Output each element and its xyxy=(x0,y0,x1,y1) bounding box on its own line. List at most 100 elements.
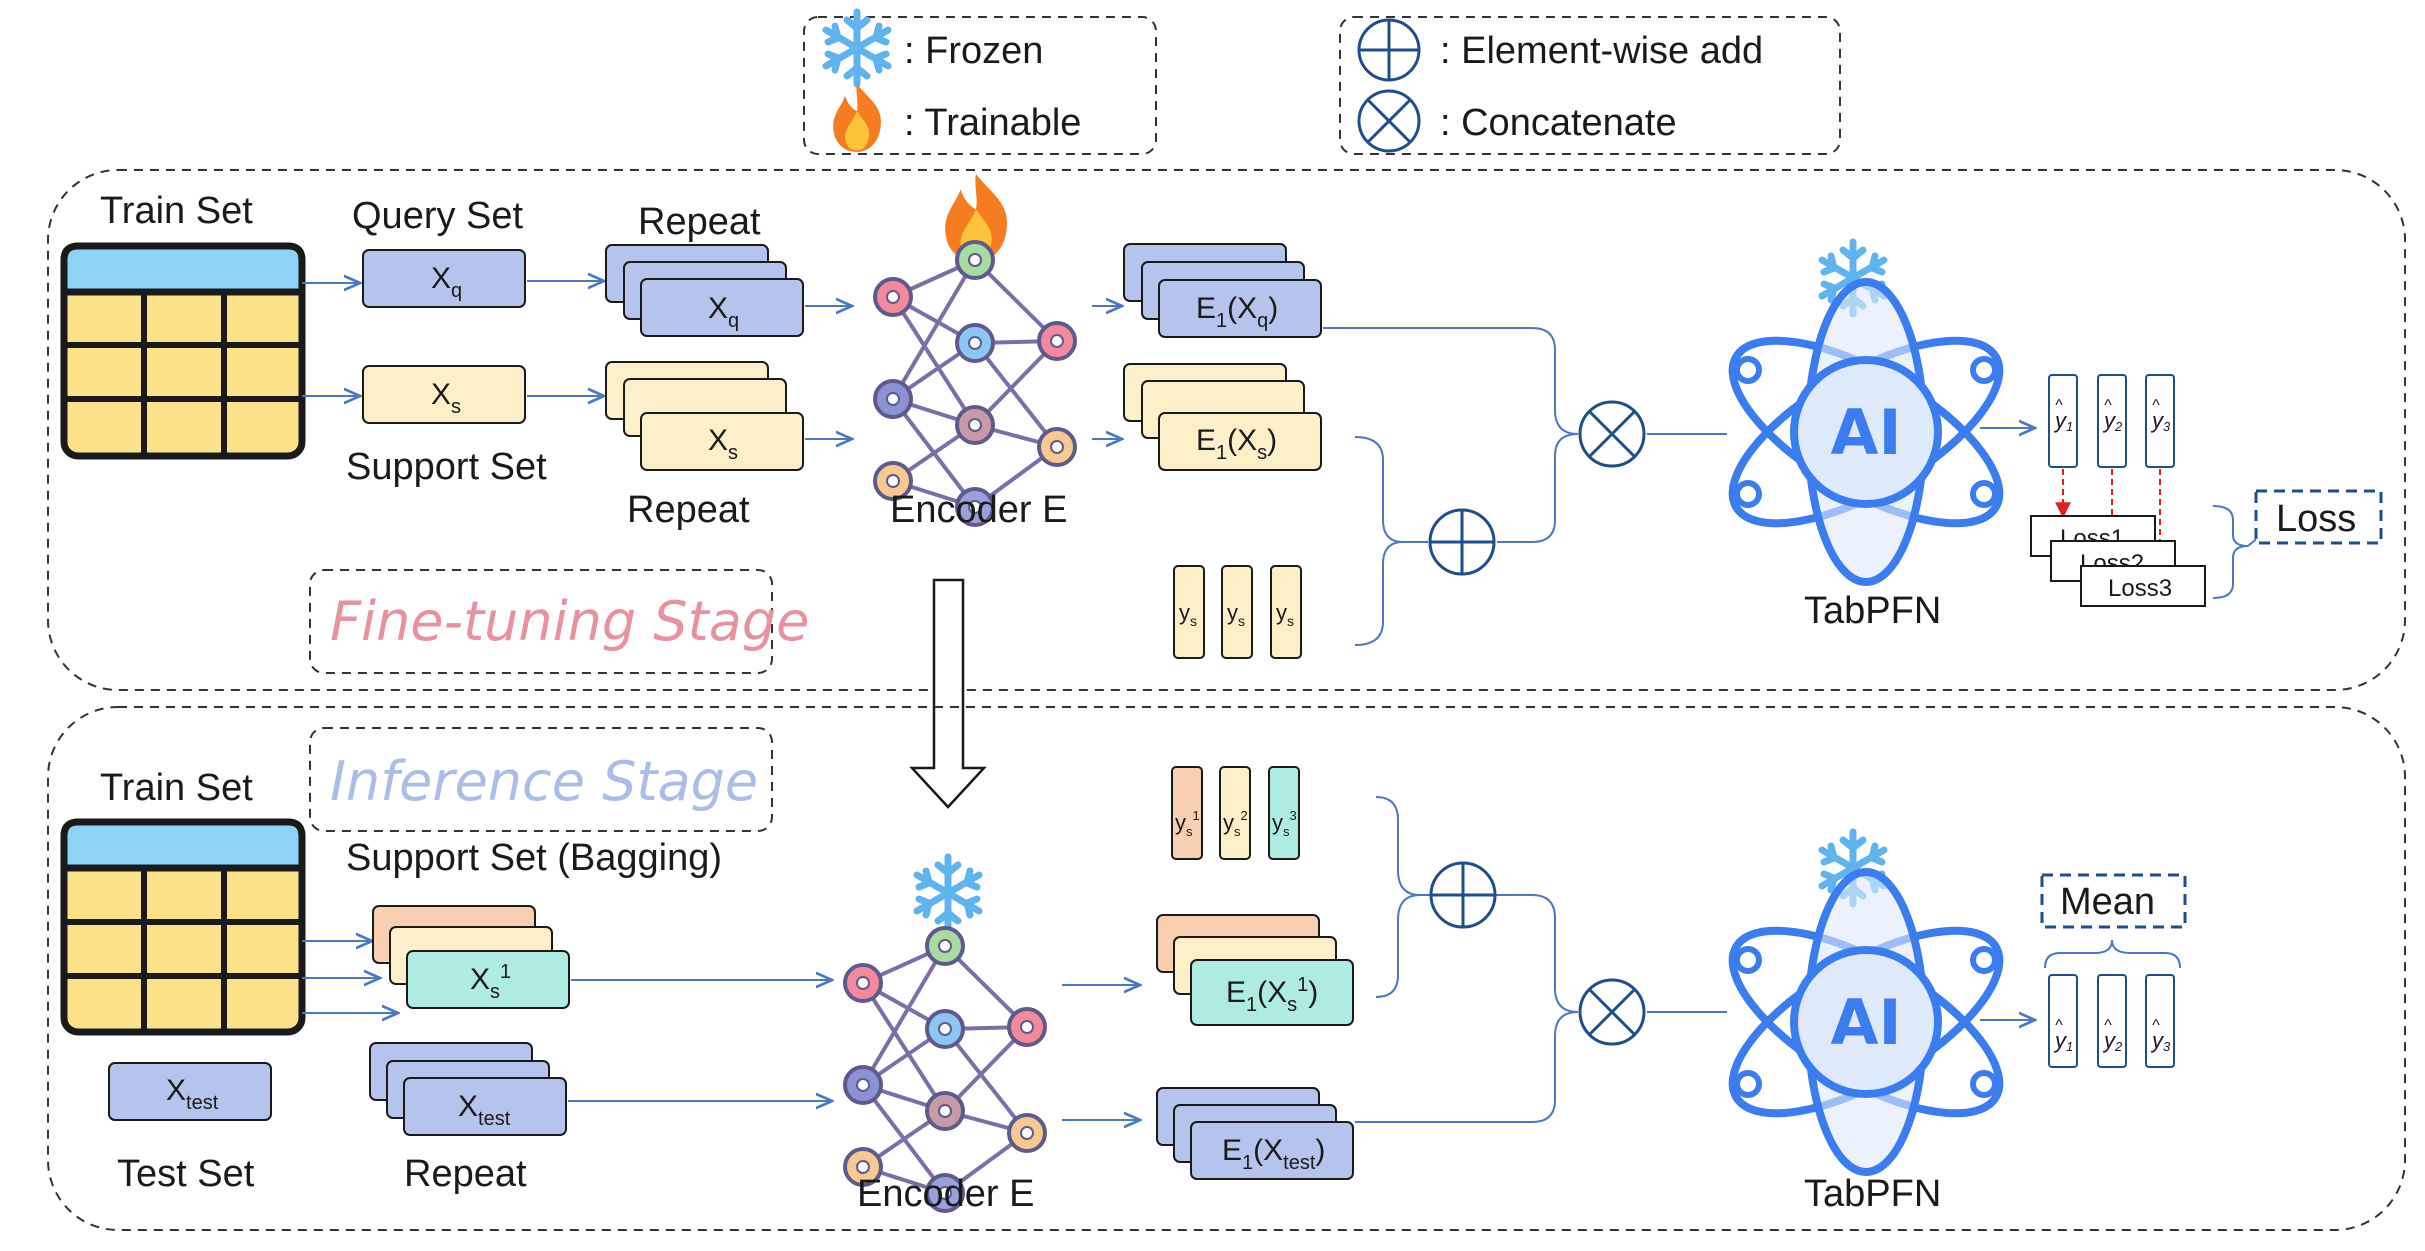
element-wise-add-icon xyxy=(1357,18,1421,82)
legend-box-right xyxy=(1339,16,1841,155)
e1xq-text: E1(Xq) xyxy=(1196,292,1278,332)
xtest-repeat-stack xyxy=(369,1042,567,1136)
mean-bracket xyxy=(2044,939,2181,969)
encoder-edge xyxy=(891,295,977,427)
finetune-border xyxy=(47,169,2406,691)
encoder-node xyxy=(925,926,965,966)
encoder-node xyxy=(1037,427,1077,467)
encoder-node xyxy=(955,240,995,280)
loss-label: Loss xyxy=(2276,498,2356,540)
repeat-bottom-label: Repeat xyxy=(627,489,750,531)
svg-text:y2: y2 xyxy=(2102,1028,2123,1054)
bagging-stack xyxy=(372,905,570,1009)
electron xyxy=(1970,946,1998,974)
svg-text:ys3: ys3 xyxy=(1272,808,1297,839)
finetune-panel: Train Set Query Set Xq Xs Support Set Re… xyxy=(47,169,2406,691)
encoder-node xyxy=(925,1091,965,1131)
svg-text:ys2: ys2 xyxy=(1223,808,1248,839)
xq-box xyxy=(362,249,526,308)
electron xyxy=(1970,480,1998,508)
inference-tabpfn-label: TabPFN xyxy=(1804,1173,1941,1215)
support-set-label: Support Set xyxy=(346,446,547,488)
line-add-concat xyxy=(1497,433,1579,543)
ai-text: AI xyxy=(1830,986,1901,1059)
svg-text:ys1: ys1 xyxy=(1175,808,1200,839)
bagged-ys-labels: ys1 ys2 ys3 xyxy=(1171,766,1300,860)
electron xyxy=(1734,356,1762,384)
query-set-label: Query Set xyxy=(352,195,524,237)
svg-text:^: ^ xyxy=(2055,397,2063,414)
inference-yhat-labels: y1 ^ y2 ^ y3 ^ xyxy=(2053,1017,2171,1054)
svg-text:^: ^ xyxy=(2055,1017,2063,1034)
encoder-node xyxy=(925,1009,965,1049)
ys-labels: ys ys ys xyxy=(1173,565,1302,659)
e1xs1-stack xyxy=(1156,914,1354,1026)
svg-text:ys: ys xyxy=(1227,600,1245,629)
xtest-text: Xtest xyxy=(166,1074,219,1114)
encoder-node xyxy=(1007,1007,1047,1047)
ai-text: AI xyxy=(1830,396,1901,469)
inference-train-table xyxy=(60,818,306,1036)
inference-train-set-label: Train Set xyxy=(100,767,253,809)
xs-repeat-stack xyxy=(605,361,804,471)
inference-repeat-label: Repeat xyxy=(404,1153,527,1195)
xs-box xyxy=(362,365,526,424)
inference-encoder-frozen-icon xyxy=(917,857,979,929)
encoder-node xyxy=(925,1173,965,1213)
electron xyxy=(1734,1070,1762,1098)
mean-box xyxy=(2040,873,2187,929)
e1xs1-text: E1(Xs1) xyxy=(1226,974,1318,1016)
repeat-top-label: Repeat xyxy=(638,201,761,243)
finetune-tabpfn-ai-icon: AI xyxy=(1728,278,2004,586)
mean-label: Mean xyxy=(2060,881,2155,923)
svg-text:y2: y2 xyxy=(2102,408,2123,434)
svg-text:ys: ys xyxy=(1179,600,1197,629)
frozen-icon xyxy=(826,12,888,84)
xtest-repeat-text: Xtest xyxy=(458,1090,511,1130)
encoder-node xyxy=(955,323,995,363)
loss-box xyxy=(2254,489,2383,545)
encoder-node xyxy=(873,461,913,501)
ai-core xyxy=(1790,946,1942,1098)
svg-text:ys: ys xyxy=(1276,600,1294,629)
finetune-train-set-label: Train Set xyxy=(100,190,253,232)
xs-text: Xs xyxy=(431,378,461,418)
svg-text:y3: y3 xyxy=(2150,408,2171,434)
electron xyxy=(1734,480,1762,508)
support-bagging-label: Support Set (Bagging) xyxy=(346,837,722,879)
encoder-node xyxy=(873,379,913,419)
encoder-network xyxy=(873,240,1077,527)
encoder-edge xyxy=(891,258,977,401)
finetune-stage-label: Fine-tuning Stage xyxy=(330,590,809,653)
inference-stage-label: Inference Stage xyxy=(330,750,758,813)
inference-yhat-bars xyxy=(2048,974,2175,1068)
inference-tabpfn-ai-icon: AI xyxy=(1728,868,2004,1176)
electron xyxy=(1970,356,1998,384)
legend-trainable: : Trainable xyxy=(904,102,1081,144)
inference-encoder-network xyxy=(843,926,1047,1213)
inference-stage-box xyxy=(309,727,773,832)
line-e1xq-concat xyxy=(1323,327,1579,435)
svg-text:y3: y3 xyxy=(2150,1028,2171,1054)
encoder-node xyxy=(843,963,883,1003)
encoder-node xyxy=(955,405,995,445)
bracket-e1xs-ys xyxy=(1354,436,1404,646)
electron xyxy=(1734,946,1762,974)
xq-text: Xq xyxy=(431,262,462,302)
legend-box-left xyxy=(803,16,1157,155)
bracket-bagged xyxy=(1375,796,1421,998)
svg-text:y1: y1 xyxy=(2053,408,2073,434)
xs-repeat-text: Xs xyxy=(708,424,738,464)
finetune-encoder-label: Encoder E xyxy=(890,489,1067,531)
test-set-label: Test Set xyxy=(117,1153,255,1195)
encoder-edge xyxy=(973,341,1059,449)
encoder-node xyxy=(873,277,913,317)
finetune-add-icon xyxy=(1428,508,1496,576)
encoder-node xyxy=(843,1065,883,1105)
loss-bracket xyxy=(2212,505,2249,599)
inference-encoder-label: Encoder E xyxy=(857,1173,1034,1215)
ai-core xyxy=(1790,356,1942,508)
inference-border xyxy=(47,706,2406,1231)
encoder-node xyxy=(1007,1113,1047,1153)
svg-text:^: ^ xyxy=(2152,1017,2160,1034)
